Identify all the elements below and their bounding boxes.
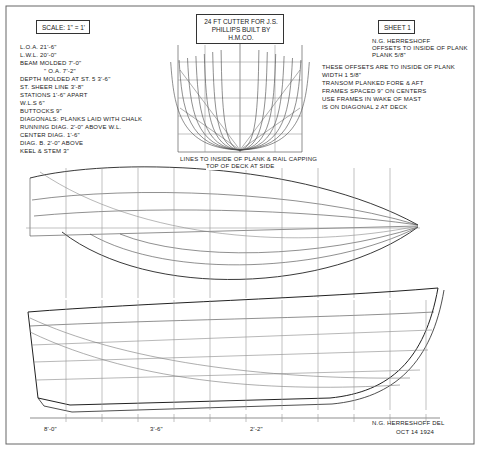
note: KEEL & STEM 3" <box>20 148 69 155</box>
half-breadth-plan <box>26 167 420 298</box>
note: DEPTH MOLDED AT ST. 5 3'-6" <box>20 76 110 83</box>
body-plan <box>171 38 310 152</box>
station-line <box>318 168 319 298</box>
note: ST. SHEER LINE 3'-8" <box>20 84 84 91</box>
dimension: 3'-6" <box>150 426 163 433</box>
note: IS ON DIAGONAL 2 AT DECK <box>322 104 407 111</box>
section-line <box>240 62 309 150</box>
station-line <box>390 300 391 410</box>
section-line <box>171 62 240 150</box>
note: STATIONS 1'-6" APART <box>20 92 88 99</box>
station-line <box>246 300 247 410</box>
station-line <box>282 168 283 298</box>
station-line <box>354 300 355 410</box>
station-tick <box>210 414 211 422</box>
sheet-box: SHEET 1 <box>378 20 415 34</box>
sheet-frame <box>6 6 474 444</box>
section-line <box>240 50 259 150</box>
note: " O.A. 7'-2" <box>44 68 76 75</box>
box-text: SCALE: 1" = 1' <box>42 24 84 32</box>
station-tick <box>138 414 139 422</box>
station-line <box>66 168 67 298</box>
note: CENTER DIAG. 1'-6" <box>20 132 80 139</box>
section-line <box>179 60 240 150</box>
dimension: 8'-0" <box>44 426 57 433</box>
note: WIDTH 1 5/8" <box>322 72 361 79</box>
note: L.O.A. 21'-6" <box>20 44 57 51</box>
station-line <box>282 300 283 410</box>
station-line <box>246 168 247 298</box>
station-line <box>138 300 139 410</box>
note: PLANK 5/8" <box>372 52 406 59</box>
station-tick <box>318 414 319 422</box>
station-tick <box>174 414 175 422</box>
signature: OCT 14 1924 <box>396 429 434 436</box>
note: N.G. HERRESHOFF <box>372 38 430 45</box>
note: OFFSETS TO INSIDE OF PLANK <box>372 45 468 52</box>
station-line <box>66 300 67 410</box>
note: DIAG. B. 2'-0" ABOVE <box>20 140 83 147</box>
station-line <box>102 168 103 298</box>
sheet-box: SCALE: 1" = 1' <box>36 20 90 34</box>
station-line <box>138 168 139 298</box>
station-line <box>426 300 427 410</box>
station-line <box>174 300 175 410</box>
profile-view <box>28 288 444 422</box>
station-line <box>102 300 103 410</box>
signature: N.G. HERRESHOFF DEL <box>372 420 444 427</box>
section-line <box>240 54 276 150</box>
section-line <box>221 50 240 150</box>
section-line <box>196 56 240 150</box>
section-line <box>204 54 240 150</box>
title-block: 24 FT CUTTER FOR J.S. PHILLIPS BUILT BY … <box>196 14 284 44</box>
center-line <box>26 228 420 229</box>
station-line <box>174 168 175 298</box>
station-line <box>354 168 355 298</box>
note: DIAGONALS: PLANKS LAID WITH CHALK <box>20 116 142 123</box>
station-line <box>210 168 211 298</box>
station-tick <box>102 414 103 422</box>
station-line <box>318 300 319 410</box>
note: LINES TO INSIDE OF PLANK & RAIL CAPPING <box>180 156 317 163</box>
box-text: 24 FT CUTTER FOR J.S. PHILLIPS BUILT BY … <box>202 18 280 42</box>
note: BUTTOCKS 9" <box>20 108 62 115</box>
note: RUNNING DIAG. 2'-0" ABOVE W.L. <box>20 124 121 131</box>
box-text: SHEET 1 <box>384 24 409 32</box>
station-tick <box>66 414 67 422</box>
dimension: 2'-2" <box>250 426 263 433</box>
section-line <box>240 60 301 150</box>
note: TOP OF DECK AT SIDE <box>206 163 274 170</box>
note: BEAM MOLDED 7'-0" <box>20 60 81 67</box>
note: W.L.S 6" <box>20 100 45 107</box>
station-line <box>390 168 391 298</box>
note: FRAMES SPACED 9" ON CENTERS <box>322 88 426 95</box>
note: TRANSOM PLANKED FORE & AFT <box>322 80 424 87</box>
station-tick <box>246 414 247 422</box>
station-tick <box>354 414 355 422</box>
section-line <box>240 56 284 150</box>
station-tick <box>282 414 283 422</box>
station-line <box>210 300 211 410</box>
note: USE FRAMES IN WAKE OF MAST <box>322 96 421 103</box>
note: L.W.L. 20'-0" <box>20 52 57 59</box>
note: THESE OFFSETS ARE TO INSIDE OF PLANK <box>322 64 455 71</box>
